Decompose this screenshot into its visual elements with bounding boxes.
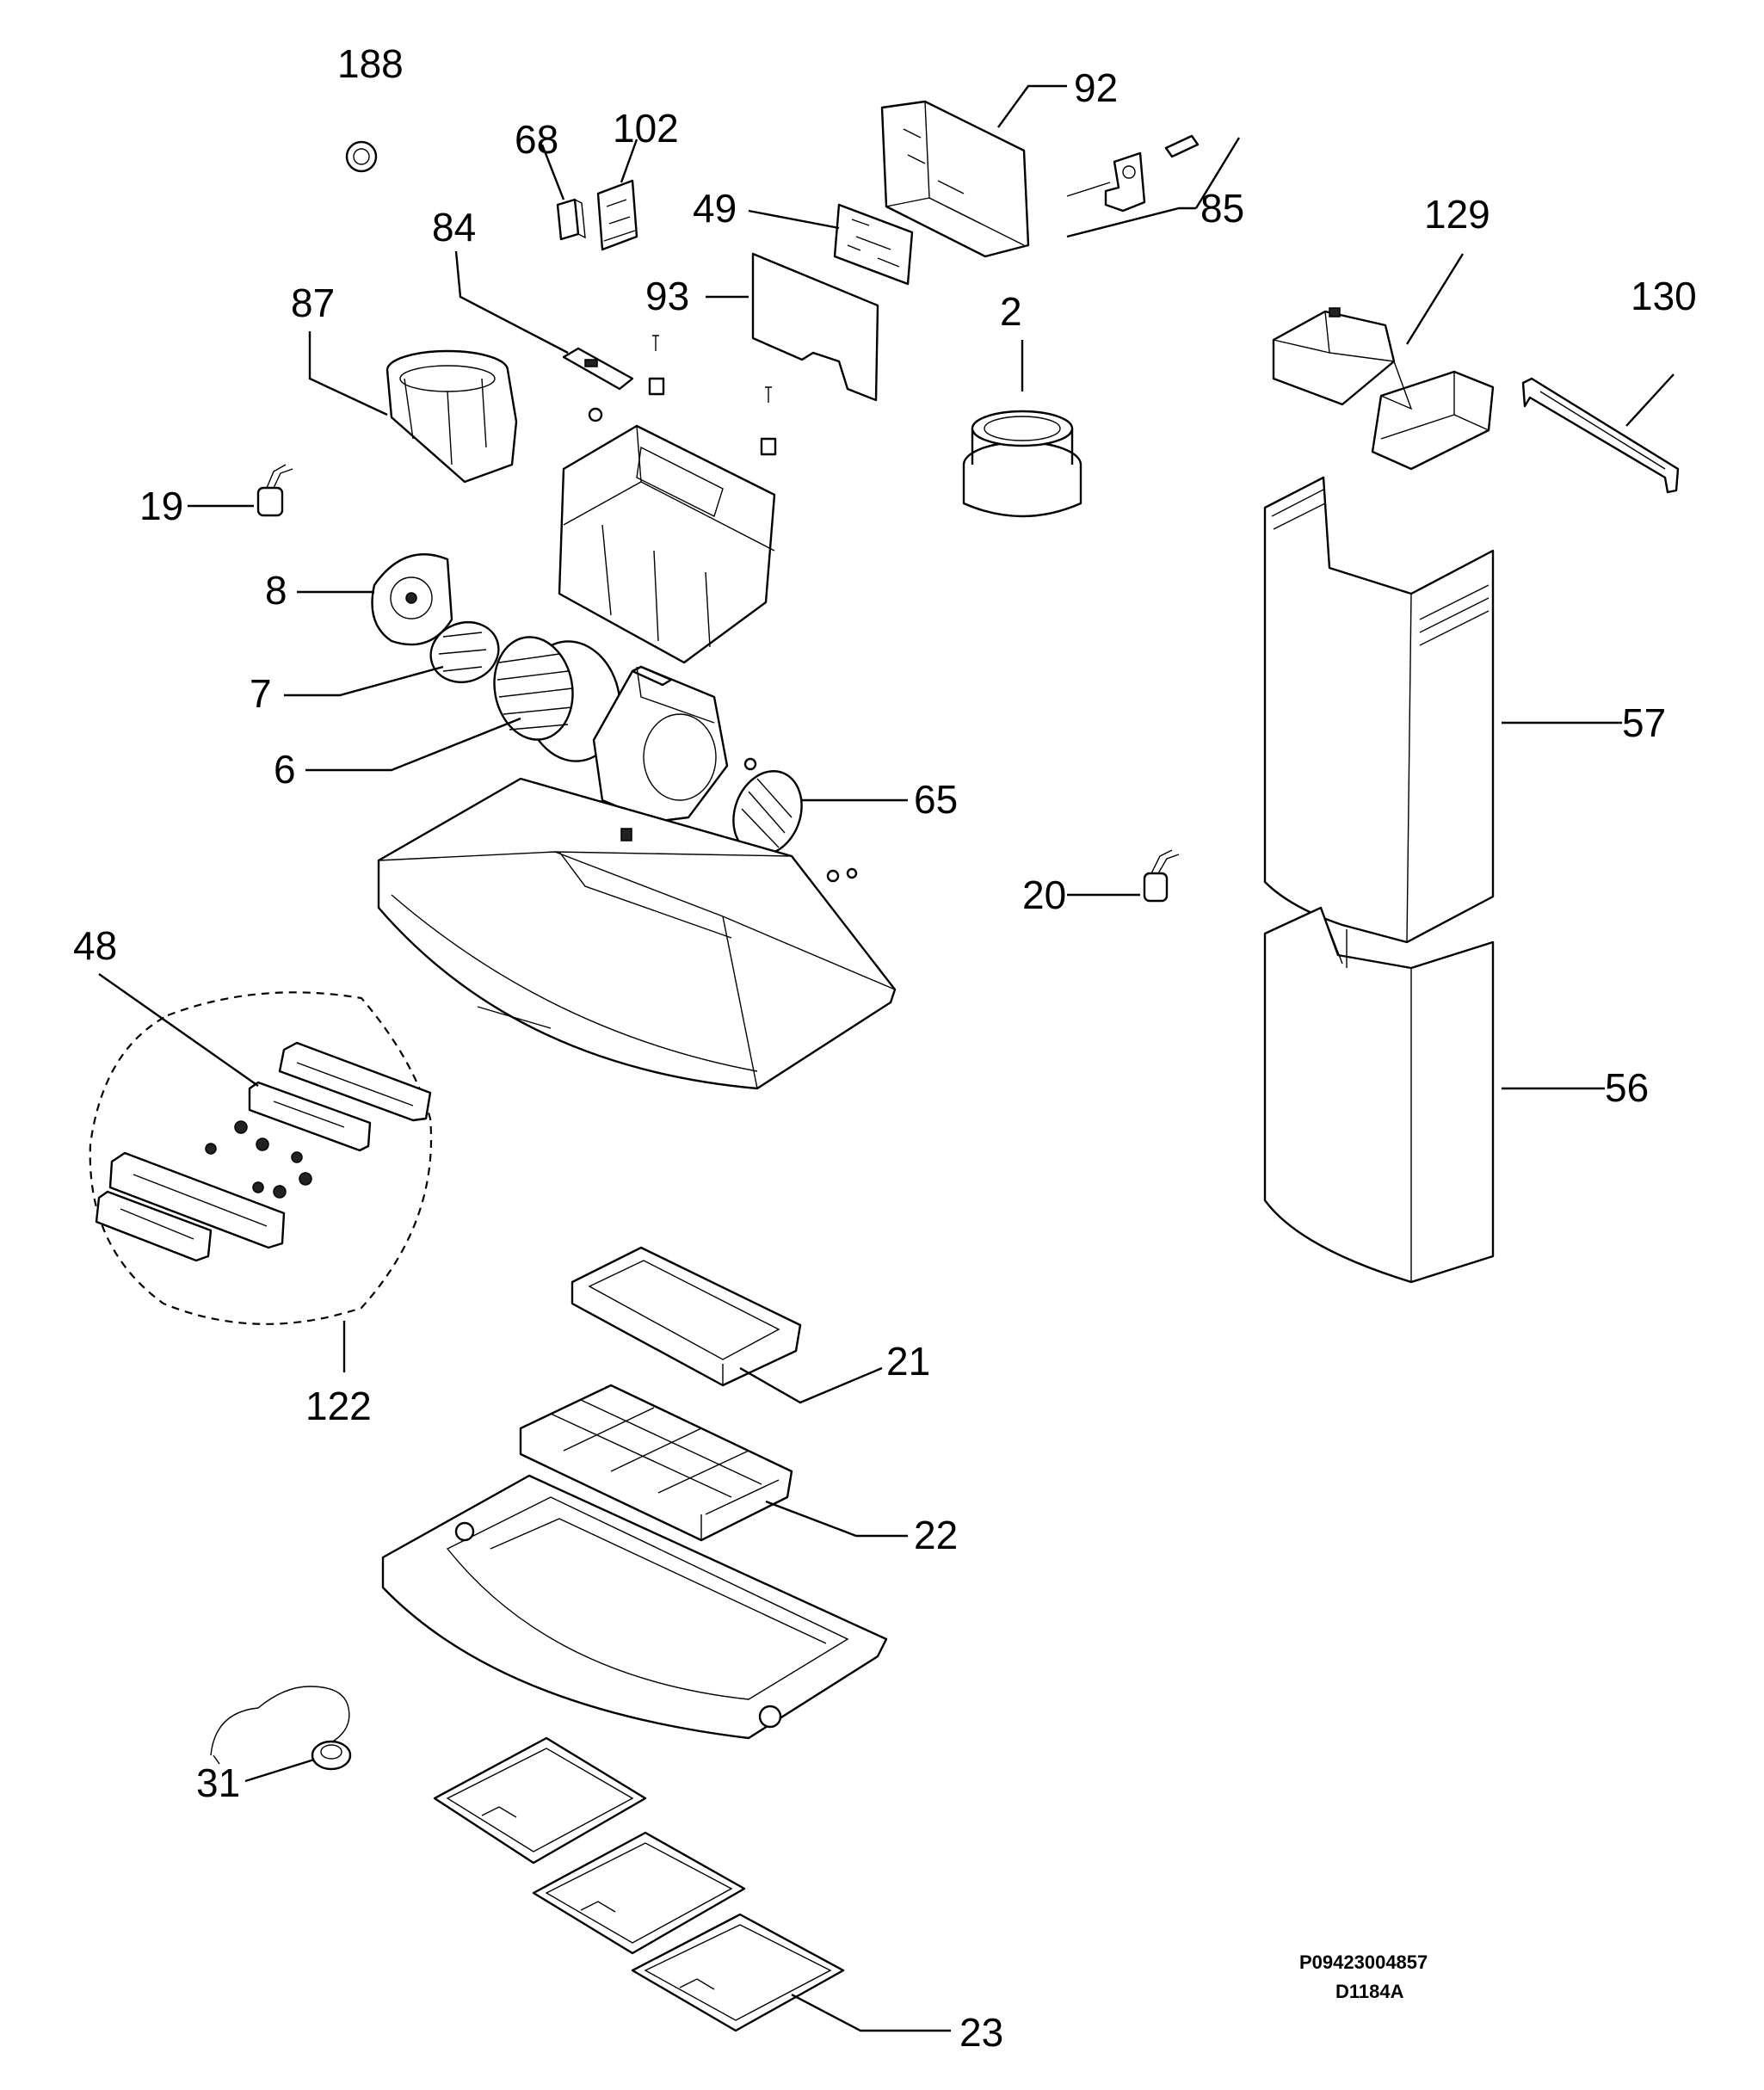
callout-20: 20 [1022,872,1066,917]
callout-68: 68 [515,117,558,162]
part-23-grease-filters [433,1736,845,2032]
part-102-bracket [596,179,638,251]
callout-93: 93 [645,274,689,318]
callout-57: 57 [1622,700,1666,745]
callout-130: 130 [1631,274,1697,318]
callout-92: 92 [1074,65,1118,110]
part-87-outlet-damper [385,349,518,484]
callout-21: 21 [886,1339,930,1384]
leader-lines [98,84,1675,2032]
callout-7: 7 [250,671,272,716]
part-2-duct-collar [962,410,1082,518]
part-bottom-filter-frame [381,1474,888,1740]
part-7-motor [429,621,500,683]
part-8-motor-plate [371,553,453,646]
callout-49: 49 [693,186,737,231]
part-84-switch [562,347,634,391]
callout-56: 56 [1605,1065,1649,1110]
callout-6: 6 [274,747,296,792]
part-19-capacitor [256,464,293,517]
callout-19: 19 [139,484,183,528]
part-122-control-panel-assembly [89,991,433,1325]
callout-2: 2 [1000,289,1022,334]
part-92-control-box [880,100,1030,258]
part-motor-housing [558,424,776,664]
callout-23: 23 [959,2010,1003,2055]
part-hood-canopy [377,777,897,1090]
part-129-transition-duct [1272,307,1495,471]
callout-122: 122 [305,1384,372,1428]
callout-85: 85 [1200,186,1244,231]
part-68-block [556,198,586,241]
callout-31: 31 [196,1760,240,1805]
callout-87: 87 [291,281,335,325]
part-130-wall-bracket [1521,377,1680,494]
part-screws-upper [588,335,777,456]
callout-22: 22 [914,1513,958,1557]
drawing-revision: D1184A [1335,1981,1404,2002]
part-49-circuit-board [833,203,914,286]
part-188-ring [345,140,378,173]
callout-84: 84 [432,205,476,250]
part-85-hinge-set [1066,134,1200,213]
callout-102: 102 [613,106,679,151]
callout-8: 8 [265,568,287,613]
callout-labels: 188 68 102 92 49 85 84 93 129 87 2 130 1… [73,41,1697,2055]
part-6-blower-wheel [493,636,621,762]
part-21-filter-tray [571,1246,802,1387]
callout-65: 65 [914,777,958,822]
drawing-number: P09423004857 [1299,1951,1428,1973]
part-56-lower-chimney [1263,906,1495,1284]
drawing-codes: P09423004857 D1184A [1299,1951,1428,2002]
part-20-capacitor [1143,849,1180,903]
part-57-upper-chimney [1263,476,1495,944]
part-31-light-assembly [210,1686,352,1771]
part-93-cover-plate [751,252,879,402]
callout-48: 48 [73,923,117,968]
part-22-charcoal-filter [519,1384,793,1542]
callout-129: 129 [1424,192,1490,237]
callout-188: 188 [337,41,404,86]
part-blower-scroll [592,665,729,823]
